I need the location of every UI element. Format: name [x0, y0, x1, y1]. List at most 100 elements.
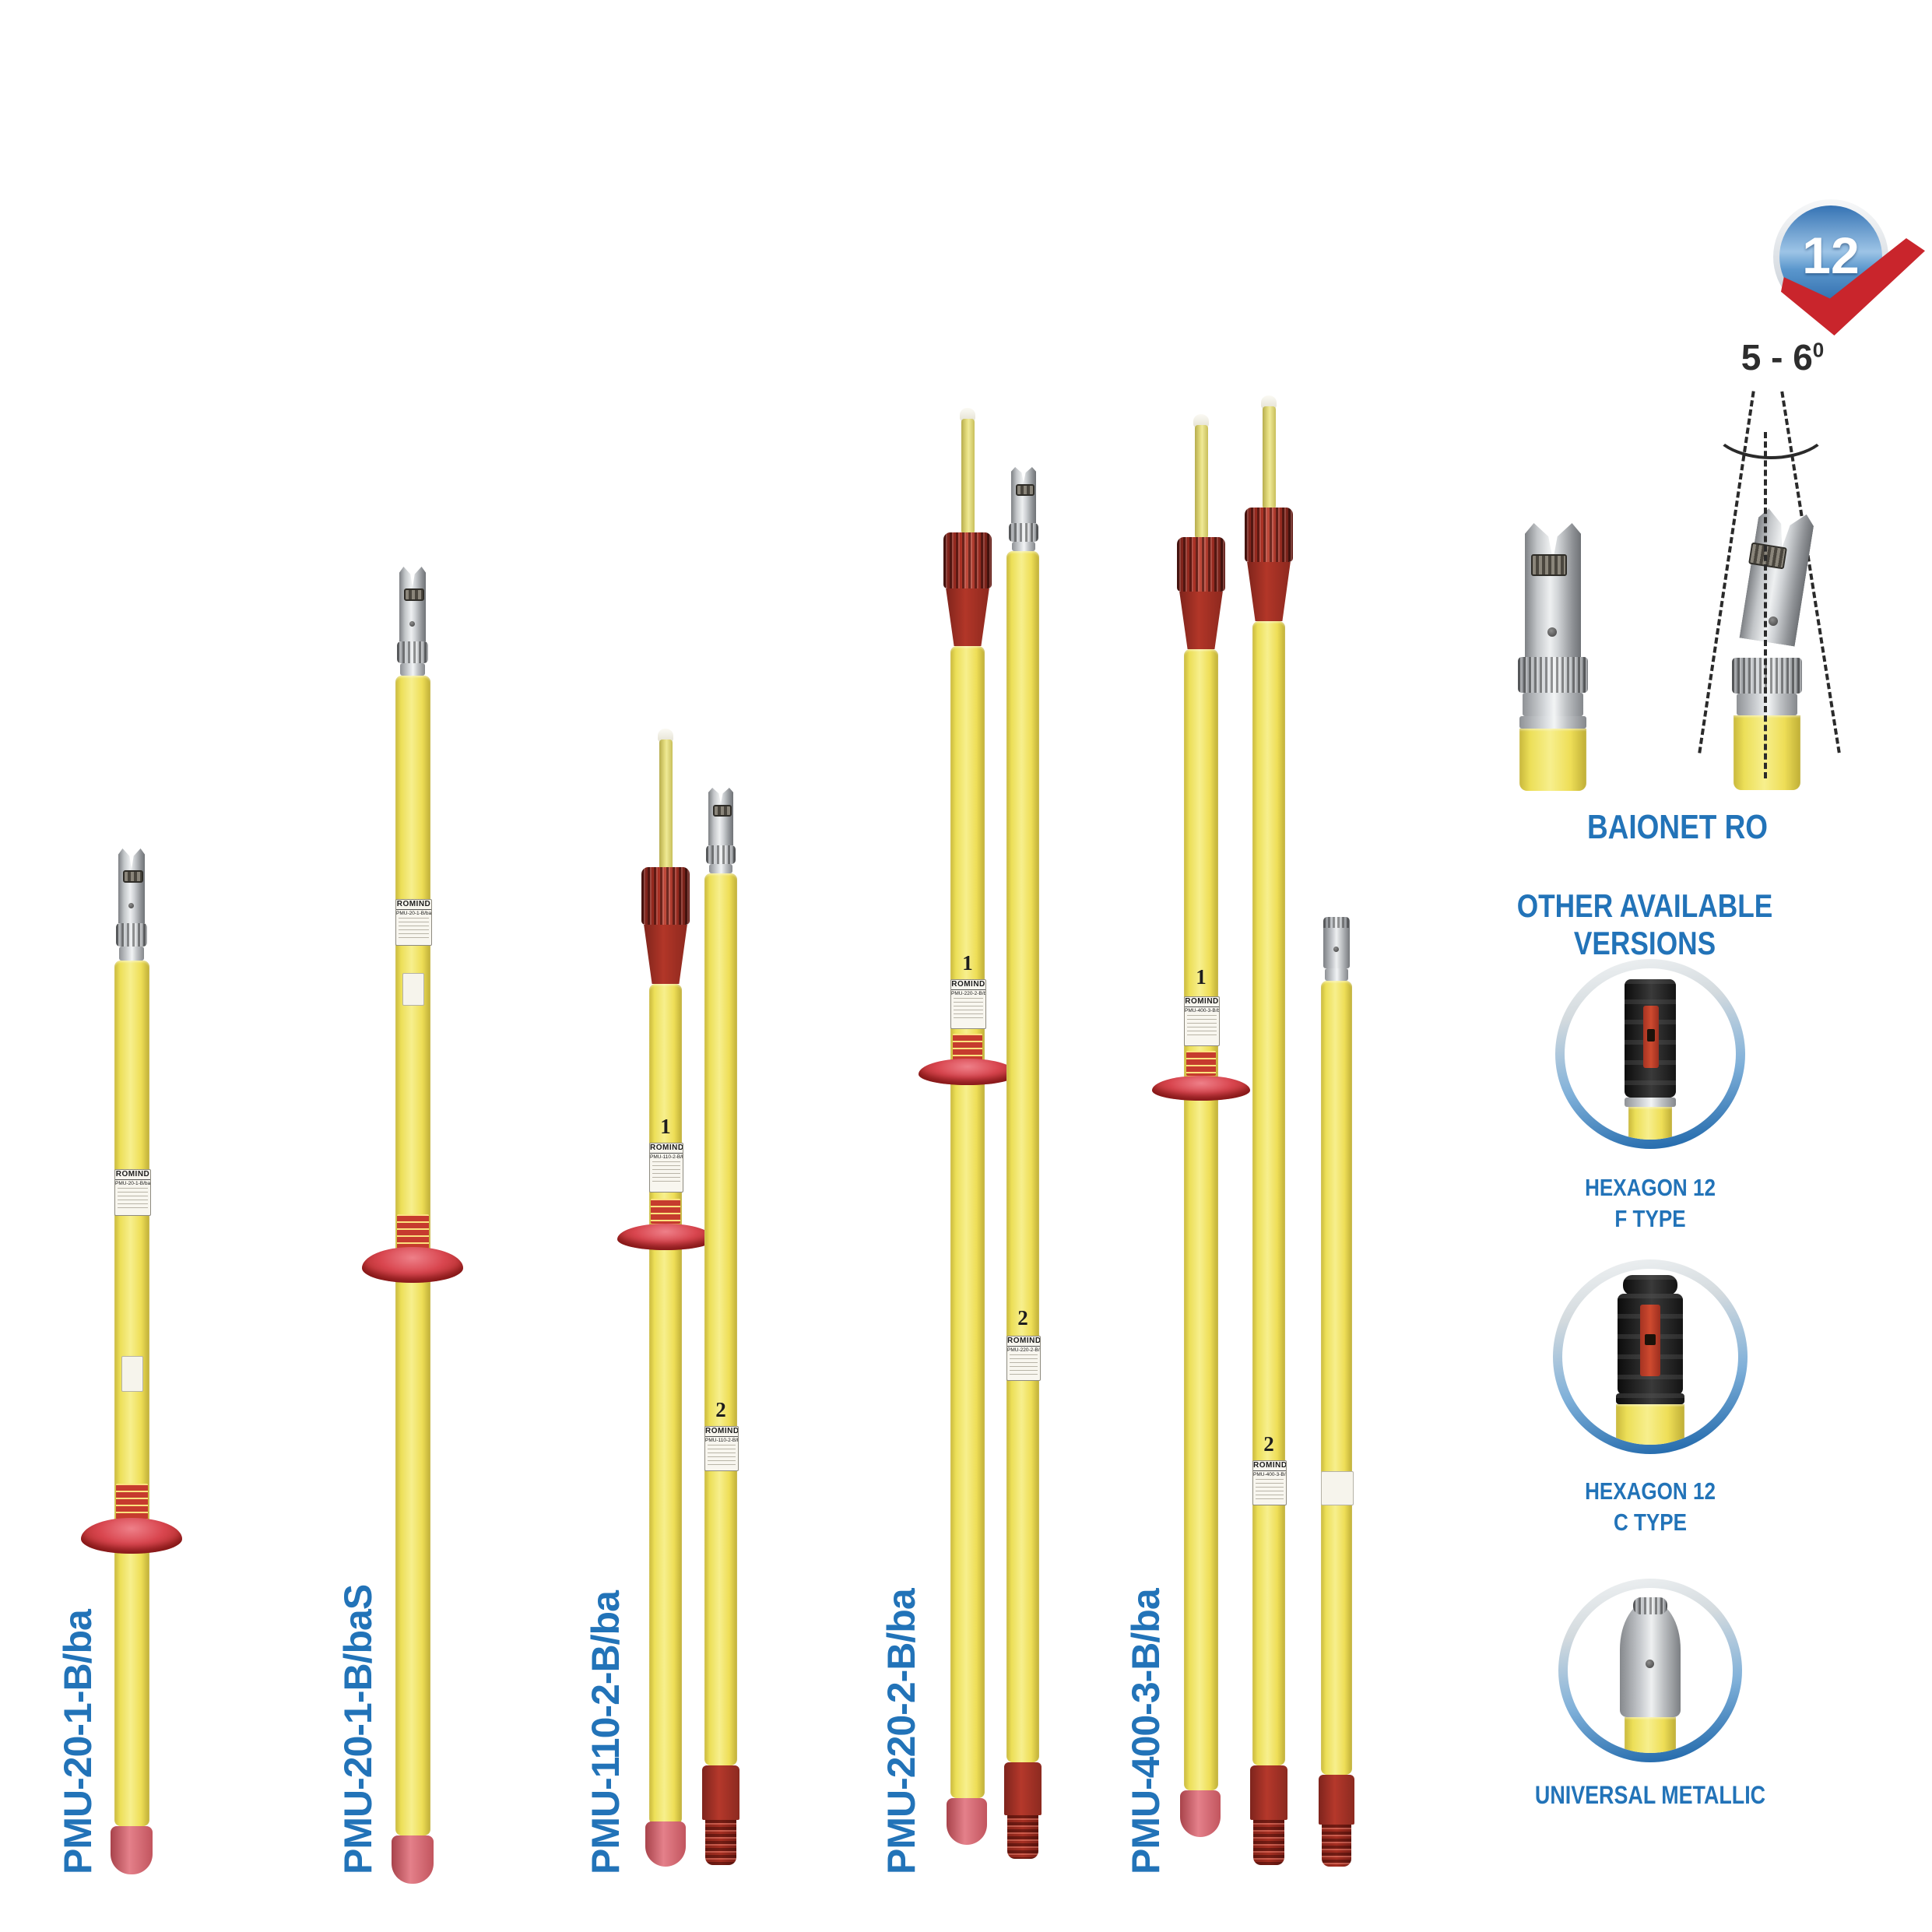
- ferrule-ring: [1519, 716, 1586, 729]
- sticker-model: PMU-220-2-B/ba: [951, 991, 986, 996]
- product-sticker: ROMIND PMU-20-1-B/ba: [114, 1169, 151, 1216]
- caption-line1: UNIVERSAL METALLIC: [1534, 1781, 1766, 1809]
- end-cap: [1180, 1790, 1221, 1837]
- section-number: 2: [1263, 1432, 1274, 1456]
- date-sticker: [402, 973, 424, 1006]
- knurled-nut: [116, 923, 147, 947]
- sticker-model: PMU-220-2-B/ba: [1007, 1347, 1040, 1353]
- hand-guard-disc: [617, 1224, 714, 1250]
- pole-body: [114, 961, 149, 1826]
- caption-line1: HEXAGON 12: [1585, 1174, 1716, 1201]
- product-label: PMU-400-3-B/ba: [1124, 1589, 1168, 1874]
- rod-tip: [960, 408, 975, 422]
- bayonet-spring-icon: [1531, 554, 1567, 576]
- red-slider: [1640, 1305, 1660, 1376]
- collar-cone: [1179, 592, 1223, 649]
- adapter-ridges: [1323, 917, 1350, 928]
- rod-tip: [658, 729, 673, 743]
- ferrule: [709, 864, 732, 873]
- sticker-fineprint: [399, 918, 429, 938]
- product-sticker: ROMIND PMU-110-2-B/ba: [704, 1426, 739, 1471]
- section-number: 1: [660, 1115, 671, 1138]
- tip-hole: [1646, 1660, 1654, 1668]
- product-sticker: ROMIND PMU-400-3-B/ba: [1252, 1460, 1287, 1505]
- product-label: PMU-110-2-B/ba: [584, 1591, 627, 1874]
- bayonet-detail-straight: [1525, 523, 1581, 657]
- sticker-brand: ROMIND: [115, 1170, 150, 1180]
- pole-stub: [1628, 1107, 1672, 1140]
- tip-serration: [1633, 1597, 1667, 1614]
- version-caption-c: HEXAGON 12 C TYPE: [1565, 1476, 1735, 1538]
- pole-stub: [1616, 1404, 1684, 1445]
- ferrule: [1523, 693, 1583, 716]
- pole-body: [1184, 649, 1218, 1790]
- product-sticker: ROMIND PMU-220-2-B/ba: [1006, 1336, 1041, 1381]
- ferrule: [1737, 694, 1797, 715]
- screw-icon: [1333, 947, 1339, 952]
- section-number: 2: [715, 1398, 726, 1421]
- screw-collar: [1177, 537, 1225, 592]
- top-rod: [659, 739, 673, 870]
- bayonet-spring-icon: [404, 588, 424, 601]
- product-label: PMU-220-2-B/ba: [880, 1589, 923, 1874]
- pole-stub: [1734, 715, 1800, 790]
- collar-cone: [946, 588, 989, 646]
- bayonet-head-icon: [118, 848, 145, 923]
- baionet-caption: BAIONET RO: [1586, 808, 1769, 846]
- pole-stub: [1625, 1717, 1676, 1753]
- version-photo-u: [1568, 1588, 1733, 1753]
- angle-arc: [1709, 388, 1832, 459]
- screw-icon: [1547, 627, 1557, 637]
- pole-body: [950, 646, 985, 1798]
- sticker-model: PMU-400-3-B/ba: [1253, 1472, 1286, 1477]
- threaded-socket: [1250, 1765, 1287, 1820]
- knurled-nut: [1732, 658, 1802, 694]
- knurled-nut: [1518, 657, 1588, 693]
- knurled-nut: [706, 845, 736, 864]
- thread-end: [705, 1820, 736, 1865]
- hand-guard-disc: [81, 1518, 182, 1554]
- pole-body: [1321, 981, 1352, 1775]
- sticker-brand: ROMIND: [951, 980, 985, 990]
- hand-guard-disc: [919, 1059, 1017, 1085]
- bayonet-head-icon: [708, 788, 733, 845]
- screw-collar: [1245, 508, 1293, 562]
- sticker-model: PMU-110-2-B/ba: [705, 1438, 738, 1443]
- sticker-brand: ROMIND: [396, 900, 431, 910]
- end-cap: [111, 1826, 153, 1874]
- knurled-nut: [397, 641, 428, 663]
- sticker-model: PMU-20-1-B/baS: [396, 911, 432, 916]
- version-caption-u: UNIVERSAL METALLIC: [1533, 1781, 1768, 1810]
- sticker-fineprint: [1010, 1354, 1038, 1375]
- threaded-socket: [702, 1765, 739, 1820]
- thread-end: [1253, 1820, 1284, 1865]
- pole-body: [704, 873, 737, 1765]
- version-photo-c: [1562, 1269, 1738, 1445]
- hand-guard-disc: [362, 1247, 463, 1283]
- top-rod: [961, 419, 975, 534]
- caption-line2: C TYPE: [1613, 1509, 1688, 1536]
- section-number: 2: [1017, 1306, 1028, 1330]
- sticker-model: PMU-400-3-B/ba: [1185, 1008, 1220, 1013]
- product-sticker: ROMIND PMU-20-1-B/baS: [395, 899, 432, 946]
- sticker-brand: ROMIND: [1007, 1337, 1041, 1347]
- hand-guard-disc: [1152, 1076, 1250, 1101]
- warning-label: [651, 1199, 680, 1224]
- screw-icon: [1769, 616, 1778, 626]
- metal-adapter: [1323, 917, 1350, 968]
- pole-body: [1252, 621, 1285, 1765]
- version-caption-f: HEXAGON 12 F TYPE: [1565, 1172, 1735, 1235]
- version-photo-f: [1565, 968, 1736, 1140]
- sticker-brand: ROMIND: [1185, 997, 1219, 1007]
- red-slider: [1643, 1006, 1659, 1068]
- warning-label: [116, 1484, 148, 1519]
- universal-tip: [1620, 1600, 1681, 1717]
- end-cap: [645, 1821, 686, 1867]
- angle-annotation: 5 - 60: [1697, 336, 1868, 378]
- ferrule: [1325, 968, 1348, 981]
- section-number: 1: [1196, 965, 1207, 989]
- slider-slot: [1645, 1334, 1656, 1345]
- collar-cone: [644, 925, 687, 984]
- bayonet-spring-icon: [123, 870, 143, 883]
